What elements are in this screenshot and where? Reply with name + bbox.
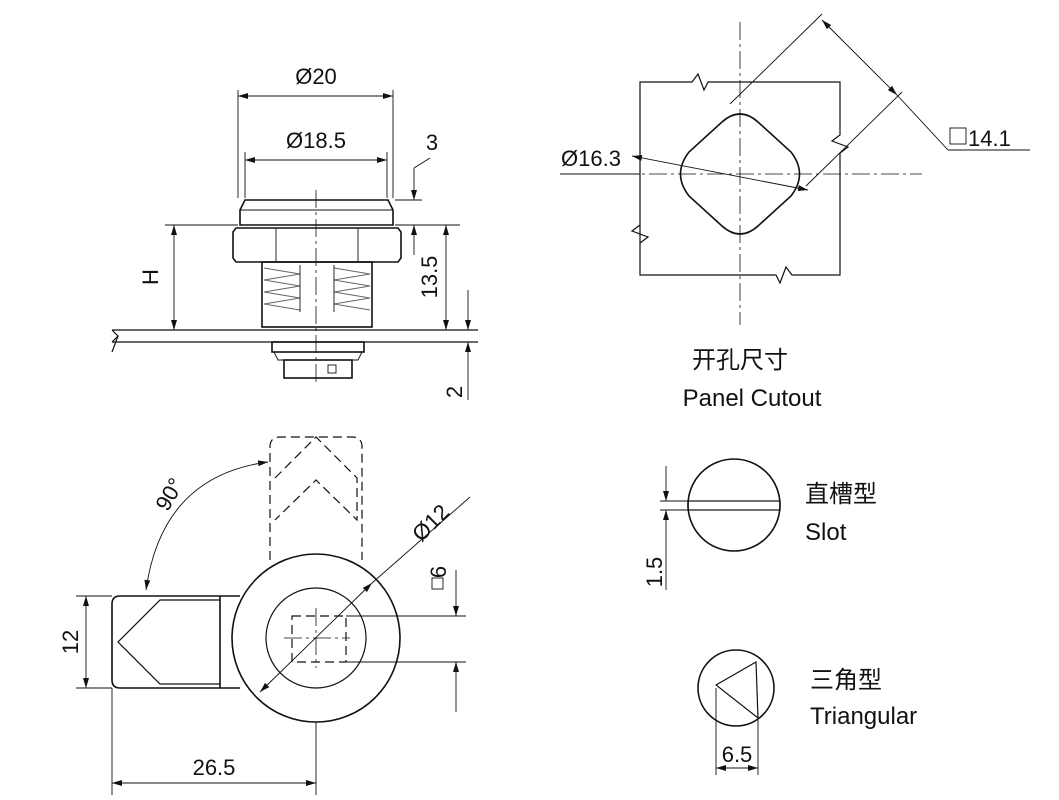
slot-groove	[687, 500, 781, 511]
cam-rotated-position	[269, 436, 363, 560]
label-dim-13-5: 13.5	[417, 256, 442, 299]
panel-cutout-view: Ø16.3 14.1 开孔尺寸 Panel Cutout	[560, 13, 1030, 412]
hex-nut	[232, 227, 402, 263]
label-dia-18-5: Ø18.5	[286, 128, 346, 153]
triangular-name-cn: 三角型	[810, 666, 882, 694]
label-square-6: 6	[426, 566, 451, 578]
dim-1-5: 1.5	[642, 466, 688, 590]
side-view: Ø20 Ø18.5 3 H 13.5	[111, 64, 478, 400]
label-dim-26-5: 26.5	[193, 755, 236, 780]
triangular-type-view: 6.5 三角型 Triangular	[697, 649, 917, 775]
square-symbol-icon	[949, 127, 967, 145]
label-dim-12: 12	[58, 630, 83, 654]
slot-type-view: 1.5 直槽型 Slot	[642, 458, 877, 590]
cam-arm	[111, 595, 240, 689]
label-dim-2: 2	[442, 386, 467, 398]
slot-name-cn: 直槽型	[805, 480, 877, 508]
label-dia-20: Ø20	[295, 64, 337, 89]
cutout-title-cn: 开孔尺寸	[692, 346, 788, 374]
dim-square-6: 6	[346, 566, 466, 712]
label-angle-90: 90°	[150, 474, 188, 515]
dim-6-5: 6.5	[715, 688, 759, 775]
label-dim-6-5: 6.5	[722, 742, 753, 767]
dim-12: 12	[58, 595, 112, 689]
dim-dia-20: Ø20	[237, 64, 394, 198]
panel-plate	[111, 329, 478, 353]
label-dim-3: 3	[426, 130, 438, 155]
cutout-title-en: Panel Cutout	[683, 385, 822, 412]
label-dia-12: Ø12	[407, 499, 454, 546]
dim-dia-18-5: Ø18.5	[244, 128, 388, 198]
slot-head	[687, 458, 781, 552]
threaded-body	[261, 261, 373, 328]
triangular-head	[697, 649, 775, 727]
label-dia-16-3: Ø16.3	[561, 146, 621, 171]
square-6-symbol-icon	[431, 577, 444, 590]
cam-view: Ø12 90° 6 12 26.5	[58, 436, 471, 795]
cam-square-hole	[291, 615, 347, 663]
label-dim-1-5: 1.5	[642, 557, 667, 588]
dim-dia-16-3: Ø16.3	[560, 146, 809, 192]
dim-square-14-1: 14.1	[729, 13, 1030, 187]
triangular-name-en: Triangular	[810, 703, 917, 730]
label-dim-h: H	[138, 269, 163, 285]
bottom-fitting	[271, 341, 365, 379]
lock-cap	[239, 199, 394, 226]
dim-h: H	[138, 224, 238, 331]
cutout-panel-outline	[630, 72, 850, 285]
dim-26-5: 26.5	[111, 688, 317, 795]
label-square-14-1: 14.1	[968, 126, 1011, 151]
triangular-recess	[714, 660, 759, 720]
slot-name-en: Slot	[805, 519, 847, 546]
dim-13-5: 13.5	[401, 224, 460, 330]
dim-angle-90: 90°	[144, 460, 269, 591]
dim-2: 2	[442, 290, 471, 400]
